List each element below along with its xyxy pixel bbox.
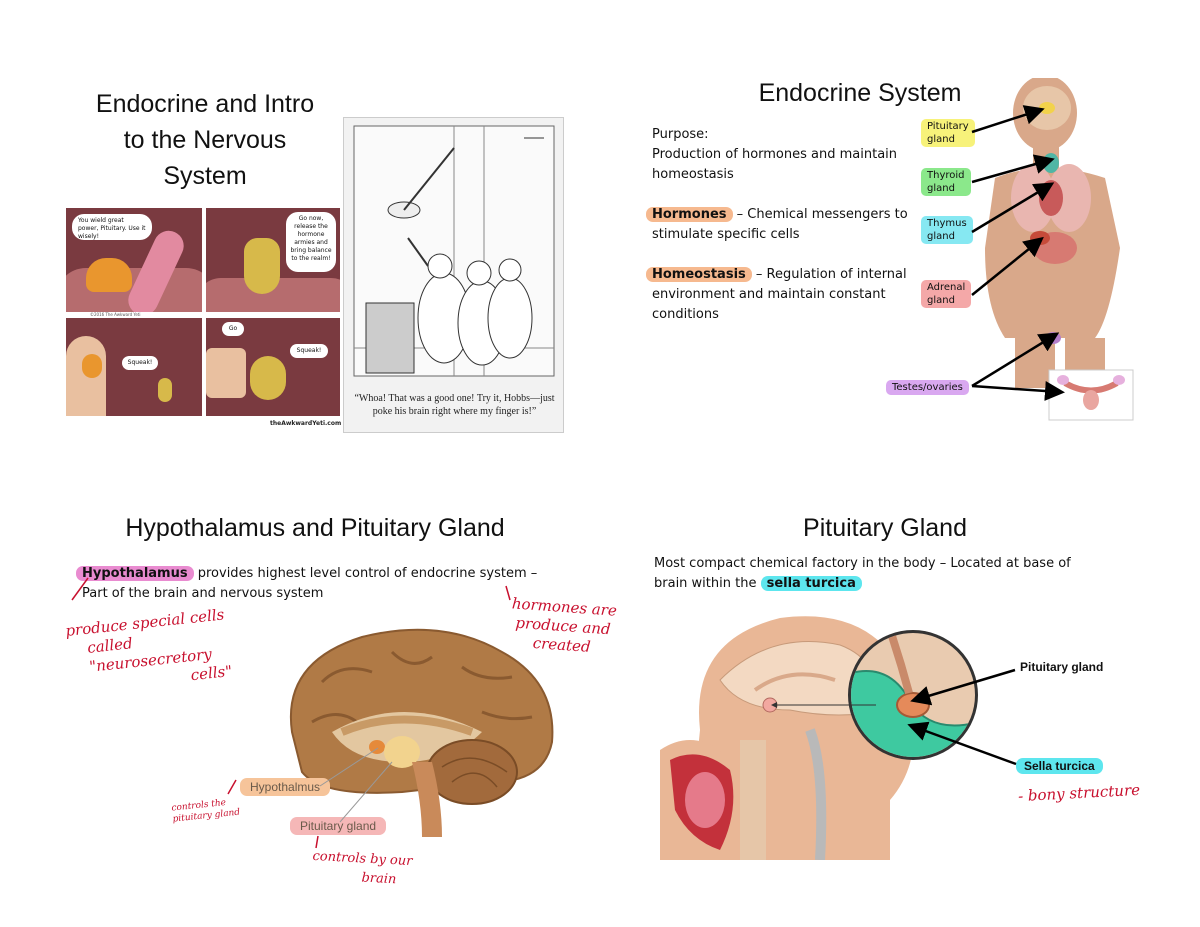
sella-turcica-term: sella turcica bbox=[760, 576, 862, 591]
handwritten-note-controls-brain: controls by our brain bbox=[311, 847, 433, 891]
pituitary-zoom-inset bbox=[848, 630, 978, 760]
pituitary-line2-start: brain within the bbox=[654, 576, 761, 591]
comic-credit-right: theAwkwardYeti.com bbox=[270, 420, 342, 427]
surgery-cartoon: “Whoa! That was a good one! Try it, Hobb… bbox=[343, 117, 564, 433]
cartoon-caption-line1: “Whoa! That was a good one! Try it, Hobb… bbox=[354, 393, 555, 404]
brain-illustration bbox=[289, 628, 554, 837]
surgery-cartoon-drawing bbox=[353, 125, 555, 377]
handwritten-note-left: produce special cells called "neurosecre… bbox=[65, 602, 262, 697]
homeostasis-term: Homeostasis bbox=[646, 267, 752, 282]
hormones-def-line2: stimulate specific cells bbox=[652, 227, 800, 242]
purpose-line2: homeostasis bbox=[652, 167, 734, 182]
tag-thymus-gland: Thymus gland bbox=[921, 216, 973, 244]
tag-thyroid-line1: Thyroid bbox=[927, 170, 965, 181]
hormones-definition: Hormones – Chemical messengers to stimul… bbox=[646, 205, 926, 245]
comic-speech-bubble-2: Go now, release the hormone armies and b… bbox=[286, 212, 336, 272]
label-hypothalmus: Hypothalmus bbox=[240, 778, 331, 796]
tag-adrenal-line2: gland bbox=[927, 295, 955, 306]
hypothalamus-term: Hypothalamus bbox=[76, 566, 194, 581]
slide1-title-line3: System bbox=[163, 162, 247, 190]
tag-pituitary-gland: Pituitary gland bbox=[921, 119, 975, 147]
tag-thyroid-gland: Thyroid gland bbox=[921, 168, 971, 196]
label-pituitary-gland-head: Pituitary gland bbox=[1020, 660, 1104, 674]
tag-thymus-line2: gland bbox=[927, 231, 955, 242]
awkward-yeti-comic: You wield great power, Pituitary. Use it… bbox=[66, 208, 342, 432]
comic-panel-4: Go Squeak! bbox=[206, 318, 340, 416]
slide1-title-line2: to the Nervous bbox=[123, 126, 287, 154]
slide2-title: Endocrine System bbox=[758, 79, 962, 107]
comic-panel-1: You wield great power, Pituitary. Use it… bbox=[66, 208, 202, 312]
comic-speech-bubble-3: Squeak! bbox=[122, 356, 158, 370]
homeostasis-definition: Homeostasis – Regulation of internal env… bbox=[646, 265, 926, 325]
comic-credit-left: ©2016 The Awkward Yeti bbox=[90, 312, 141, 317]
label-pituitary-gland-brain: Pituitary gland bbox=[290, 817, 387, 835]
slide1-title: Endocrine and Intro to the Nervous Syste… bbox=[70, 86, 340, 194]
handwritten-note-bony: - bony structure bbox=[1017, 780, 1141, 806]
purpose-line1: Production of hormones and maintain bbox=[652, 147, 898, 162]
tag-adrenal-gland: Adrenal gland bbox=[921, 280, 972, 308]
tag-pituitary-line2: gland bbox=[927, 134, 955, 145]
comic-speech-bubble-4a: Go bbox=[222, 322, 244, 336]
tag-testes-ovaries: Testes/ovaries bbox=[886, 380, 969, 395]
tag-thymus-line1: Thymus bbox=[927, 218, 967, 229]
hormones-def-line1: – Chemical messengers to bbox=[732, 207, 908, 222]
zoom-inset-drawing bbox=[851, 633, 975, 757]
pituitary-line1: Most compact chemical factory in the bod… bbox=[654, 556, 1071, 571]
hormones-term: Hormones bbox=[646, 207, 733, 222]
hypothalamus-description: Hypothalamus provides highest level cont… bbox=[76, 564, 556, 604]
handwritten-note-controls-pituitary: controls the pituitary gland bbox=[171, 796, 243, 825]
homeostasis-def-line1: – Regulation of internal bbox=[751, 267, 907, 282]
tag-thyroid-line2: gland bbox=[927, 183, 955, 194]
comic-panel-3: Squeak! bbox=[66, 318, 202, 416]
cartoon-caption-line2: poke his brain right where my finger is!… bbox=[372, 406, 537, 417]
comic-speech-bubble-4b: Squeak! bbox=[290, 344, 328, 358]
comic-panel-2: Go now, release the hormone armies and b… bbox=[206, 208, 340, 312]
comic-speech-bubble-1: You wield great power, Pituitary. Use it… bbox=[72, 214, 152, 240]
label-sella-turcica: Sella turcica bbox=[1016, 758, 1103, 774]
human-body-illustration bbox=[985, 78, 1134, 421]
slide4-title: Pituitary Gland bbox=[803, 514, 967, 542]
slide1-title-line1: Endocrine and Intro bbox=[95, 90, 315, 118]
homeostasis-def-line2: environment and maintain constant bbox=[652, 287, 886, 302]
slide3-title: Hypothalamus and Pituitary Gland bbox=[125, 514, 505, 542]
tag-pituitary-line1: Pituitary bbox=[927, 121, 969, 132]
homeostasis-def-line3: conditions bbox=[652, 307, 719, 322]
hypothalamus-line2: Part of the brain and nervous system bbox=[82, 586, 324, 601]
pituitary-description: Most compact chemical factory in the bod… bbox=[654, 554, 1114, 594]
cartoon-caption: “Whoa! That was a good one! Try it, Hobb… bbox=[348, 392, 561, 418]
purpose-label: Purpose: bbox=[652, 127, 709, 142]
endocrine-purpose: Purpose: Production of hormones and main… bbox=[652, 125, 922, 185]
tag-adrenal-line1: Adrenal bbox=[927, 282, 966, 293]
hypothalamus-line1: provides highest level control of endocr… bbox=[193, 566, 538, 581]
